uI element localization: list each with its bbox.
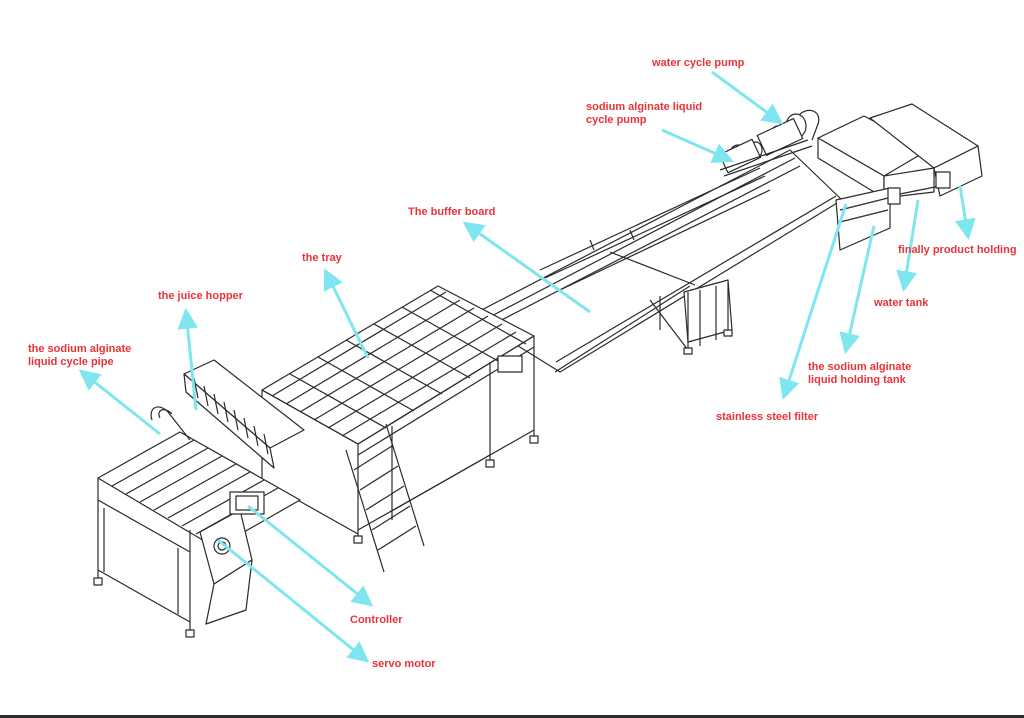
label-sodium-pump-line1: sodium alginate liquid bbox=[586, 101, 703, 113]
arrow-servo-motor bbox=[217, 538, 370, 663]
callout-arrows bbox=[78, 70, 976, 663]
arrow-holding-tank bbox=[839, 225, 876, 355]
arrow-controller bbox=[247, 504, 374, 607]
label-juice-hopper: the juice hopper bbox=[158, 290, 243, 302]
label-tray: the tray bbox=[302, 252, 342, 264]
main-frame bbox=[261, 285, 539, 544]
label-cycle-pipe-line2: liquid cycle pipe bbox=[28, 356, 114, 368]
arrow-water-tank bbox=[896, 199, 920, 293]
label-sodium-pump-line2: cycle pump bbox=[586, 114, 647, 126]
arrow-sodium-pump bbox=[661, 128, 734, 163]
production-line-drawing bbox=[93, 103, 983, 638]
arrow-water-cycle-pump bbox=[711, 70, 784, 125]
ladder bbox=[345, 423, 425, 573]
side-rails bbox=[539, 167, 771, 291]
arrow-tray bbox=[323, 268, 370, 359]
label-sodium-pump: sodium alginate liquid cycle pump bbox=[586, 101, 702, 127]
label-holding-tank: the sodium alginate liquid holding tank bbox=[808, 361, 911, 387]
bottom-rule bbox=[0, 715, 1024, 718]
label-servo-motor: servo motor bbox=[372, 658, 436, 670]
arrow-cycle-pipe bbox=[78, 369, 161, 436]
label-finally-product: finally product holding bbox=[898, 244, 1017, 256]
label-controller: Controller bbox=[350, 614, 403, 626]
arrow-juice-hopper bbox=[177, 307, 199, 411]
label-holding-tank-line1: the sodium alginate bbox=[808, 361, 912, 373]
motor-controller bbox=[199, 491, 265, 625]
buffer-stand bbox=[649, 279, 733, 355]
pumps bbox=[718, 109, 820, 177]
label-filter: stainless steel filter bbox=[716, 411, 819, 423]
label-buffer-board: The buffer board bbox=[408, 206, 496, 218]
label-holding-tank-line2: liquid holding tank bbox=[808, 374, 906, 386]
label-cycle-pipe: the sodium alginate liquid cycle pipe bbox=[28, 343, 131, 369]
lower-conveyor bbox=[93, 406, 301, 638]
arrow-filter bbox=[779, 203, 848, 400]
label-water-tank: water tank bbox=[874, 297, 929, 309]
tanks bbox=[817, 103, 983, 251]
label-water-cycle-pump: water cycle pump bbox=[652, 57, 745, 69]
arrow-buffer-board bbox=[462, 221, 591, 314]
arrow-finally-product bbox=[954, 185, 976, 241]
buffer-board bbox=[469, 149, 843, 373]
juice-hopper bbox=[183, 359, 305, 469]
label-cycle-pipe-line1: the sodium alginate bbox=[28, 343, 132, 355]
